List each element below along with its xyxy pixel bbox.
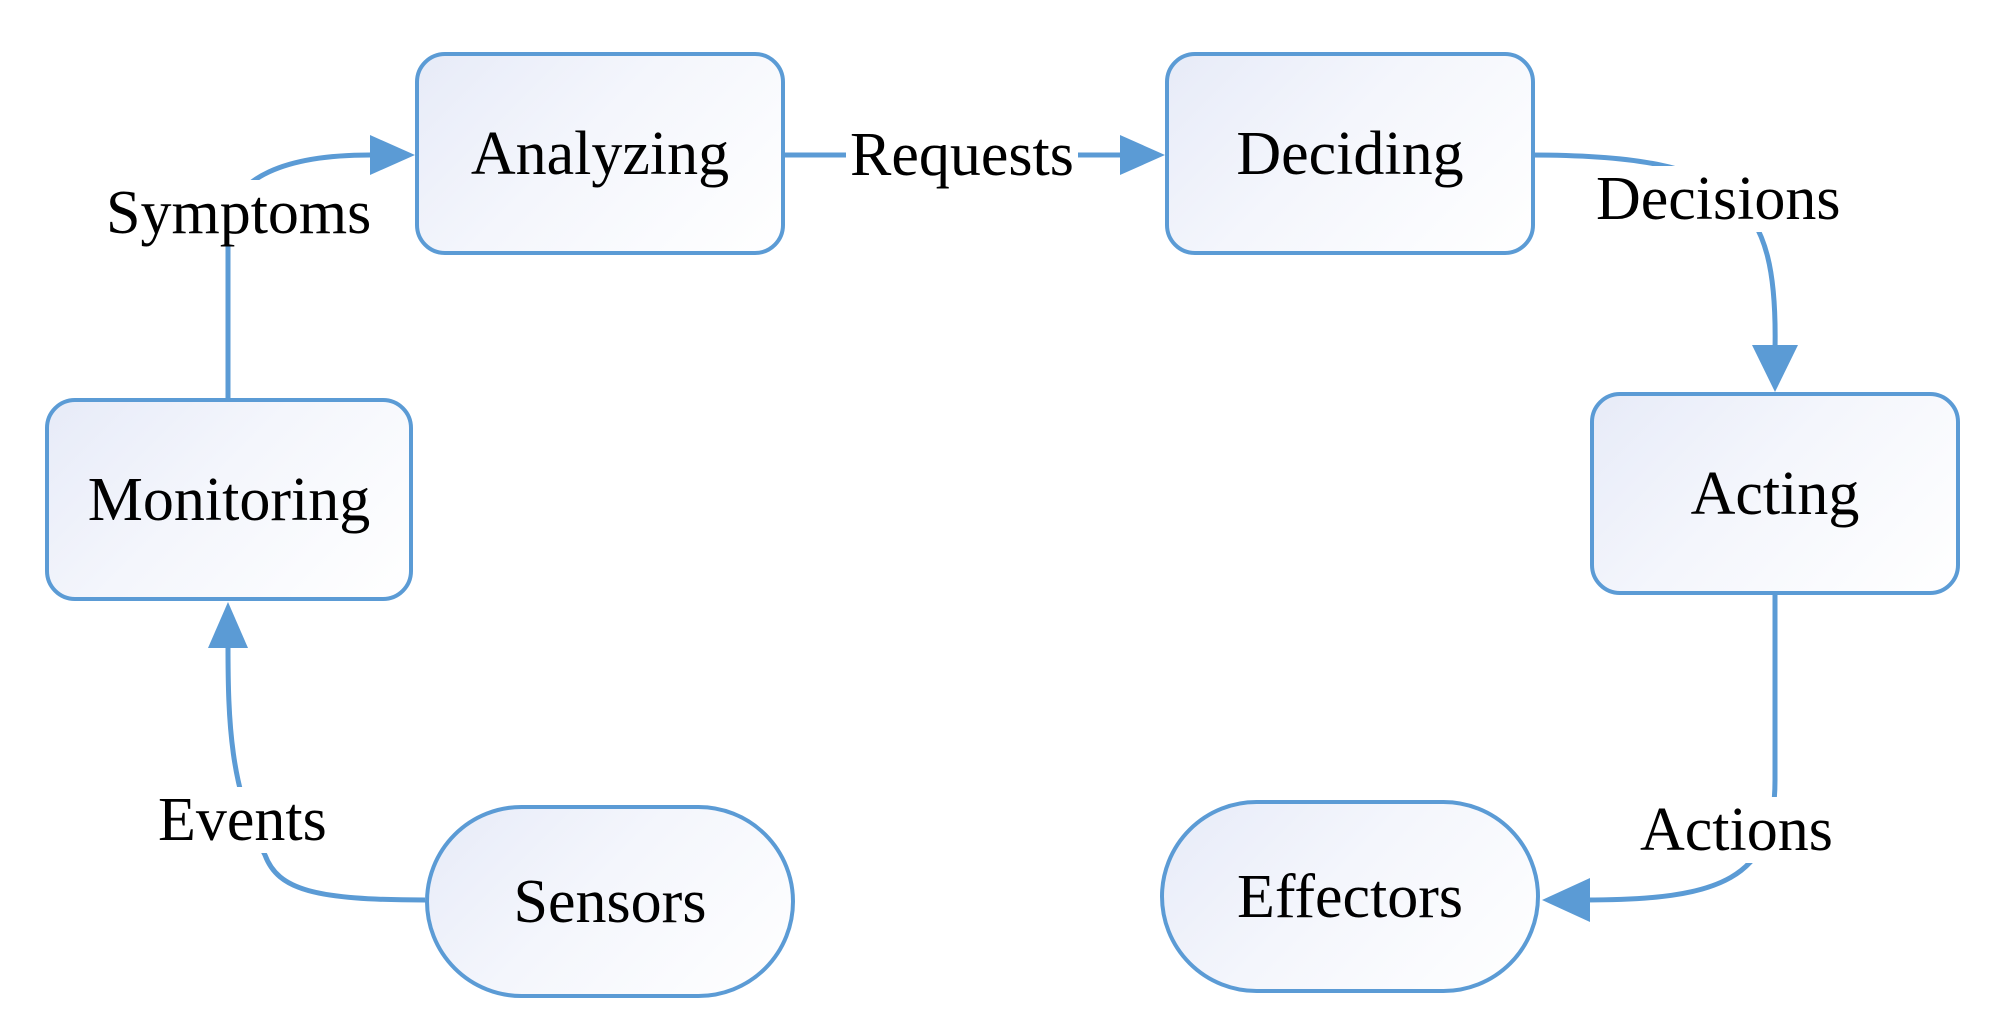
arrowhead-decisions bbox=[1752, 345, 1798, 392]
connector-events bbox=[225, 644, 426, 903]
edge-label-events: Events bbox=[154, 787, 331, 853]
arrowhead-events bbox=[208, 602, 248, 648]
edge-label-actions: Actions bbox=[1636, 797, 1837, 863]
node-effectors: Effectors bbox=[1160, 800, 1540, 993]
arrowhead-actions bbox=[1542, 878, 1590, 922]
node-monitoring-label: Monitoring bbox=[87, 465, 371, 534]
node-sensors: Sensors bbox=[425, 805, 795, 998]
node-analyzing: Analyzing bbox=[415, 52, 785, 255]
arrowhead-symptoms bbox=[370, 135, 415, 175]
edge-label-symptoms: Symptoms bbox=[102, 180, 376, 246]
node-acting: Acting bbox=[1590, 392, 1960, 595]
edge-label-decisions: Decisions bbox=[1592, 166, 1845, 232]
node-effectors-label: Effectors bbox=[1236, 862, 1464, 931]
node-acting-label: Acting bbox=[1690, 459, 1860, 528]
node-analyzing-label: Analyzing bbox=[470, 119, 730, 188]
arrowhead-requests bbox=[1120, 135, 1165, 175]
node-deciding: Deciding bbox=[1165, 52, 1535, 255]
node-sensors-label: Sensors bbox=[513, 867, 707, 936]
node-monitoring: Monitoring bbox=[45, 398, 413, 601]
edge-label-requests: Requests bbox=[846, 122, 1078, 188]
node-deciding-label: Deciding bbox=[1236, 119, 1464, 188]
